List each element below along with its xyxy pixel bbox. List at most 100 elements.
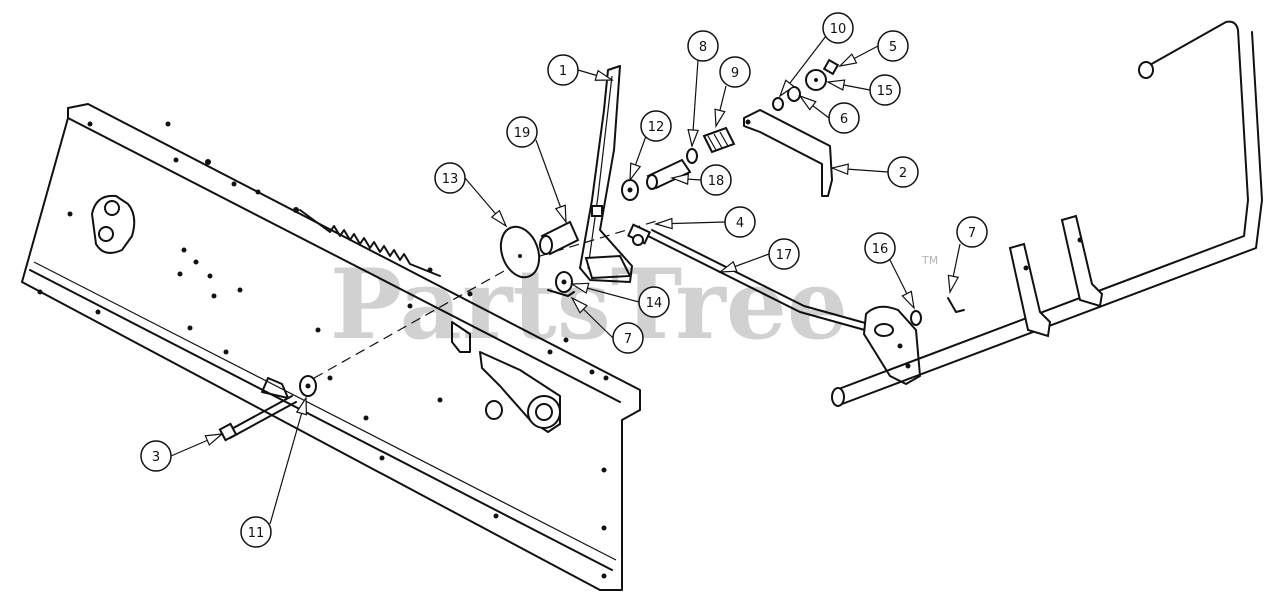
callout-circle xyxy=(768,238,800,270)
callout-label: 11 xyxy=(248,526,265,541)
watermark-text: PartsTree xyxy=(330,248,848,361)
callout-arrowhead xyxy=(629,162,642,182)
callout-label: 9 xyxy=(731,66,739,81)
callout-c7a: 7 xyxy=(570,296,644,354)
washer-part-12 xyxy=(621,179,639,201)
spring-part-9 xyxy=(702,126,736,154)
rod-part-17 xyxy=(647,229,877,333)
callout-arrowhead xyxy=(829,163,849,175)
callout-label: 16 xyxy=(872,242,889,257)
disk-part-13 xyxy=(499,225,541,279)
callout-circle xyxy=(828,102,860,134)
washer-part-10 xyxy=(772,97,784,111)
assembly-centerline xyxy=(299,219,661,387)
callout-circle xyxy=(822,12,854,44)
callout-circle xyxy=(240,516,272,548)
callout-c14: 14 xyxy=(570,282,670,318)
callout-circle xyxy=(869,74,901,106)
callout-label: 7 xyxy=(968,226,976,241)
callout-arrowhead xyxy=(570,282,590,294)
callout-label: 1 xyxy=(559,64,567,79)
callout-label: 3 xyxy=(152,450,160,465)
frame-rail xyxy=(21,103,641,591)
frame-holes xyxy=(37,121,609,579)
callout-c15: 15 xyxy=(826,74,901,106)
nut-part-6 xyxy=(787,86,801,102)
callout-label: 14 xyxy=(646,296,663,311)
clip-part-7b xyxy=(947,297,965,313)
callout-label: 10 xyxy=(830,22,847,37)
fitting-part-4 xyxy=(626,223,652,246)
callout-c10: 10 xyxy=(778,12,854,98)
callout-arrowhead xyxy=(204,433,224,446)
callout-label: 8 xyxy=(699,40,707,55)
callout-label: 19 xyxy=(514,126,531,141)
callout-circle xyxy=(640,110,672,142)
clip-part-7a xyxy=(547,289,575,297)
callout-arrowhead xyxy=(947,274,960,294)
callout-label: 4 xyxy=(736,216,744,231)
callout-arrowhead xyxy=(594,69,614,81)
nut-part-5 xyxy=(822,58,840,76)
callout-arrowhead xyxy=(687,129,699,149)
spacer-part-19 xyxy=(539,220,580,256)
shaft-brackets xyxy=(1008,214,1104,338)
callout-circle xyxy=(956,216,988,248)
callout-c5: 5 xyxy=(838,30,909,67)
callout-arrowhead xyxy=(490,209,508,228)
callout-c3: 3 xyxy=(140,433,224,472)
callout-circle xyxy=(719,56,751,88)
callout-label: 17 xyxy=(776,248,793,263)
callout-circle xyxy=(434,162,466,194)
lever-part-1 xyxy=(579,65,633,283)
washer-part-14 xyxy=(555,271,573,293)
callout-arrowhead xyxy=(653,217,673,230)
callout-arrowhead xyxy=(714,108,726,128)
callout-label: 5 xyxy=(889,40,897,55)
callout-arrowhead xyxy=(838,53,858,67)
callout-circle xyxy=(612,322,644,354)
callout-c13: 13 xyxy=(434,162,508,228)
callout-label: 2 xyxy=(899,166,907,181)
bracket-part-2 xyxy=(743,109,833,197)
callout-circle xyxy=(140,440,172,472)
callout-circle xyxy=(547,54,579,86)
callout-circle xyxy=(700,164,732,196)
callout-circle xyxy=(864,232,896,264)
callout-arrowhead xyxy=(295,396,308,416)
callout-c2: 2 xyxy=(829,156,919,188)
callout-circle xyxy=(638,286,670,318)
callout-arrowhead xyxy=(570,296,588,314)
callout-c4: 4 xyxy=(653,206,756,238)
callout-arrowhead xyxy=(554,204,567,224)
callout-c19: 19 xyxy=(506,116,567,224)
bushing-part-18 xyxy=(646,158,692,190)
callout-c1: 1 xyxy=(547,54,614,86)
callout-label: 12 xyxy=(648,120,665,135)
callout-circle xyxy=(724,206,756,238)
callout-c12: 12 xyxy=(629,110,672,182)
callout-c8: 8 xyxy=(687,30,719,149)
callout-c7b: 7 xyxy=(947,216,988,294)
callout-circle xyxy=(506,116,538,148)
washer-part-16 xyxy=(910,310,922,326)
callout-label: 15 xyxy=(877,84,894,99)
bolt-part-3 xyxy=(218,395,297,442)
washer-part-15 xyxy=(805,69,827,91)
callout-arrowhead xyxy=(798,94,817,111)
washer-part-11 xyxy=(299,375,317,397)
callout-c18: 18 xyxy=(669,164,732,196)
callout-arrowhead xyxy=(901,290,915,310)
callout-label: 6 xyxy=(840,112,848,127)
callout-c16: 16 xyxy=(864,232,915,310)
callout-leader xyxy=(269,397,307,525)
callout-circle xyxy=(887,156,919,188)
callout-arrowhead xyxy=(826,79,846,91)
callout-c6: 6 xyxy=(798,94,860,134)
callout-circle xyxy=(687,30,719,62)
watermark-tm: TM xyxy=(921,254,938,267)
callout-arrowhead xyxy=(669,173,689,185)
callout-arrowhead xyxy=(778,79,795,98)
